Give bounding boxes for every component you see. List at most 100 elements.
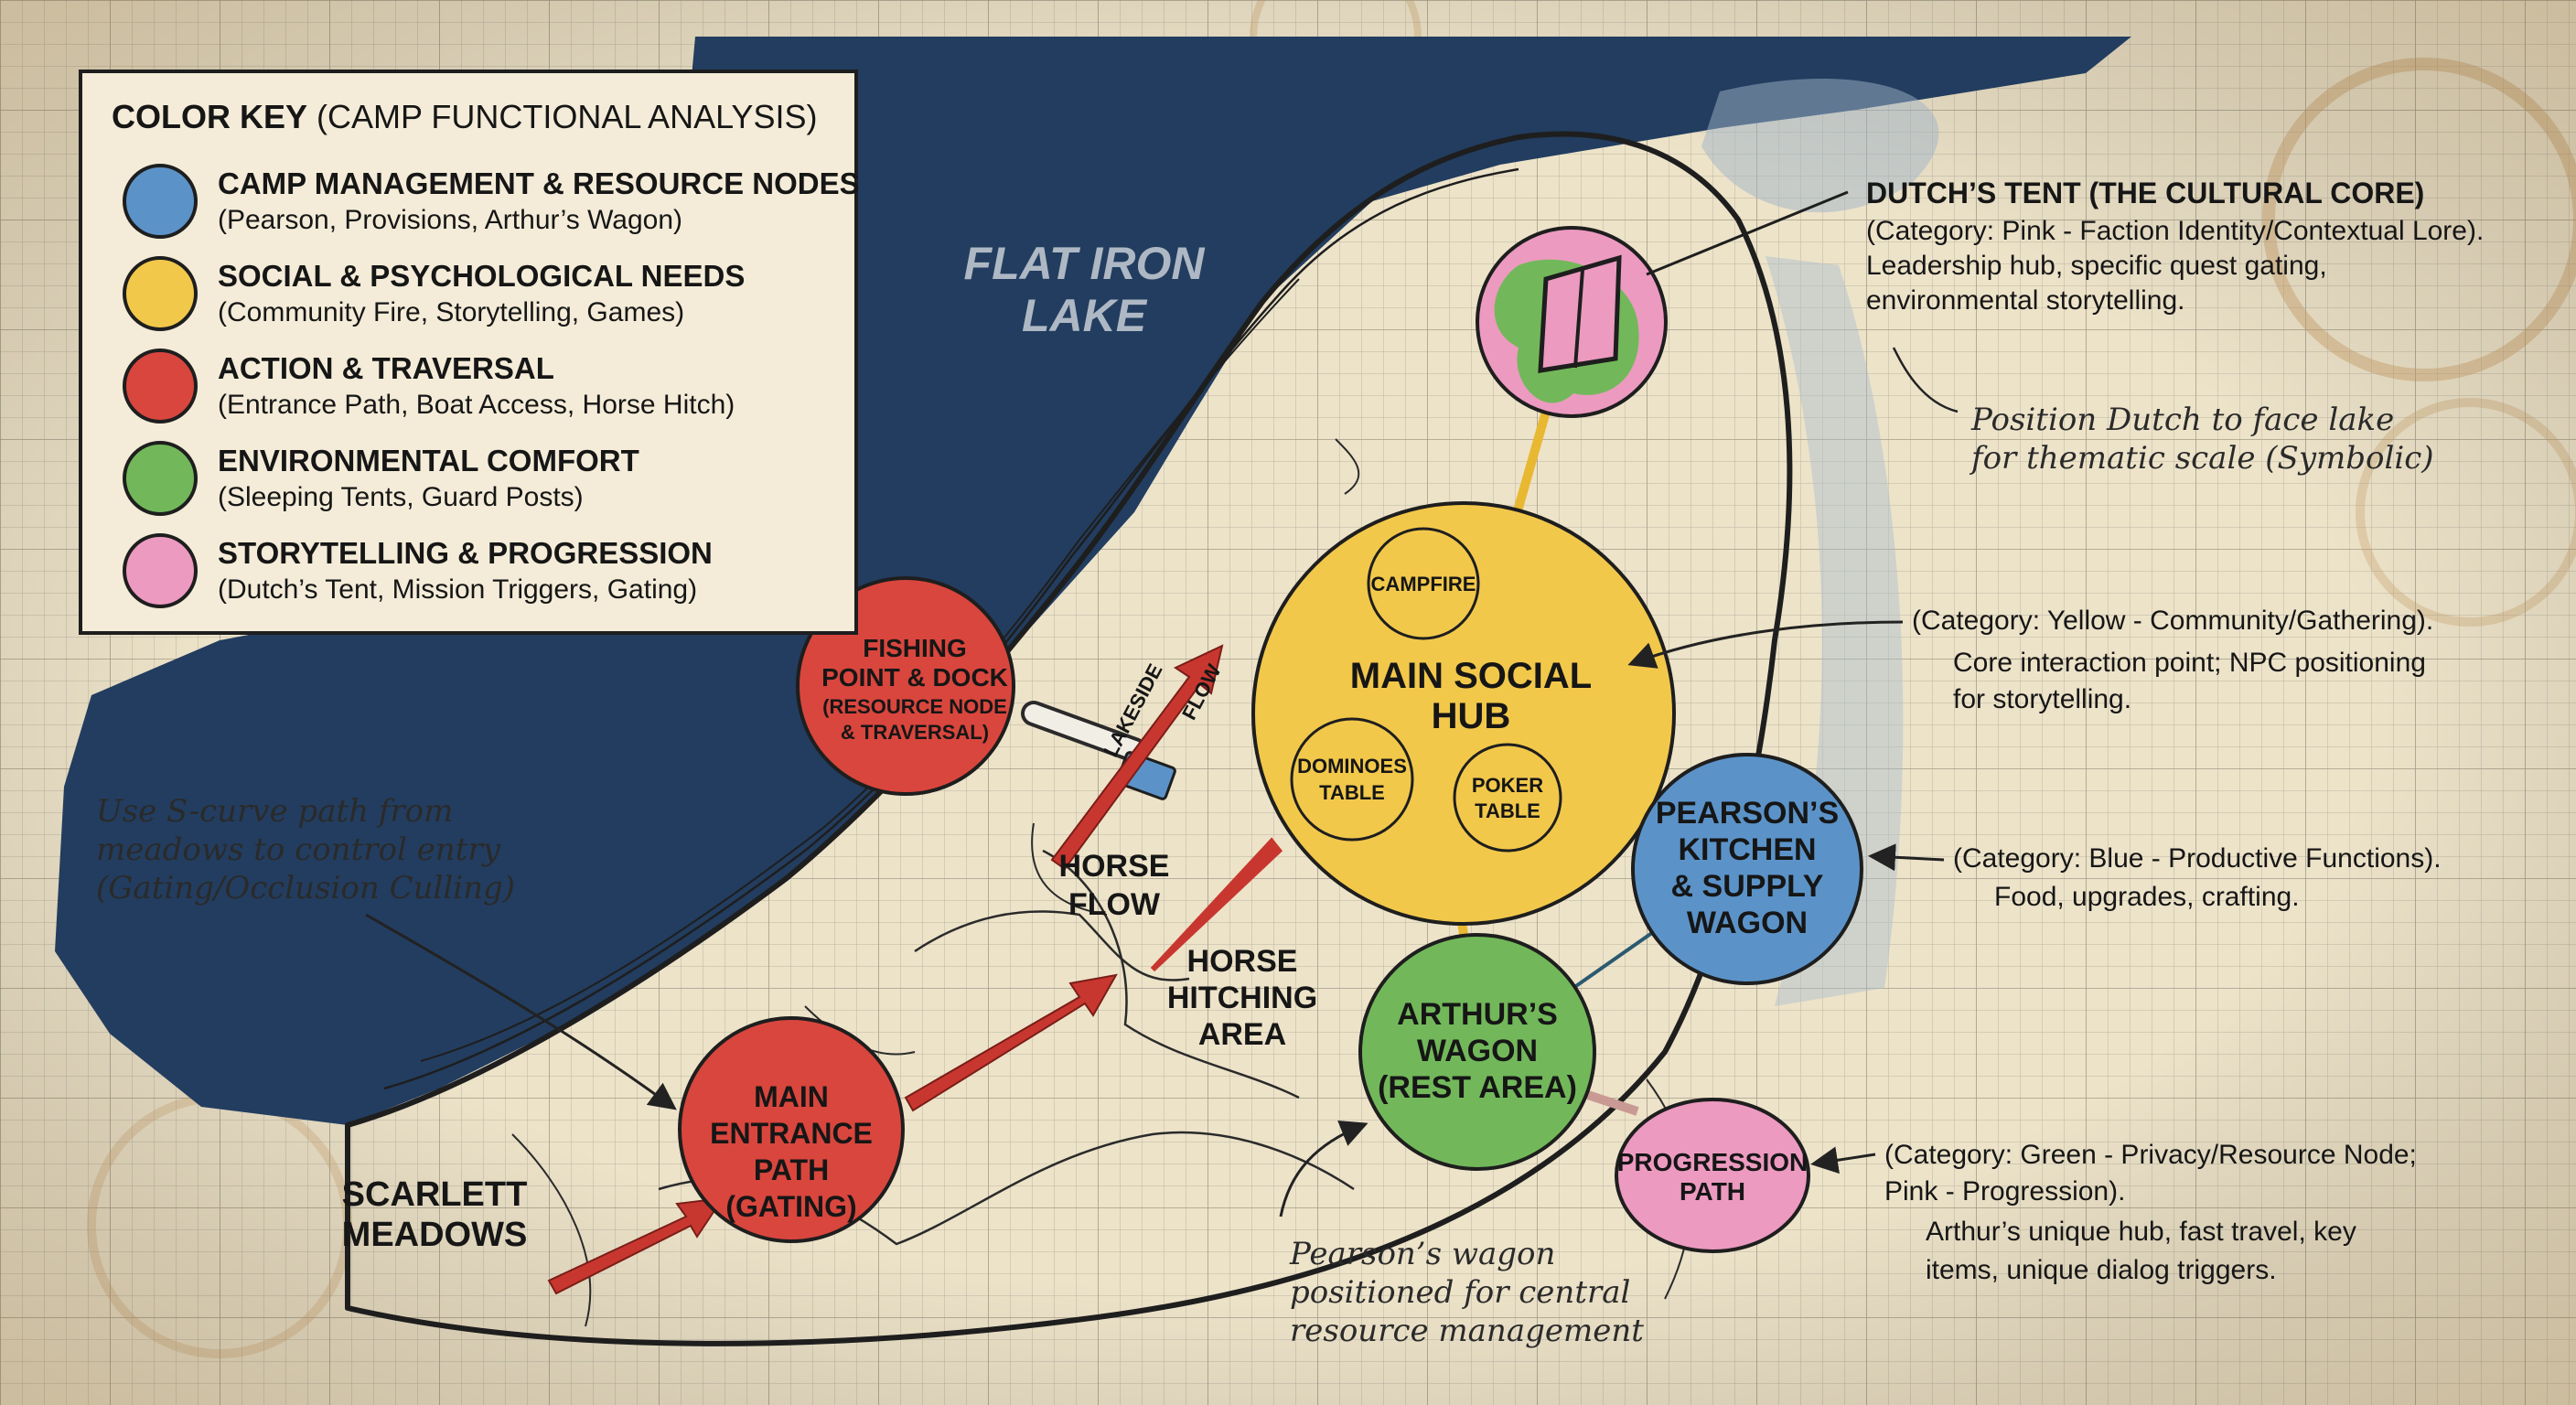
- pearson-pos-note-1: Pearson’s wagon: [1289, 1236, 1555, 1272]
- legend-item-desc: (Community Fire, Storytelling, Games): [218, 297, 684, 327]
- blue-callout-line-2: Food, upgrades, crafting.: [1994, 882, 2300, 912]
- arthur-wagon-node[interactable]: [1358, 933, 1596, 1171]
- pearson-label-3: & SUPPLY: [1671, 869, 1824, 904]
- terrain-line: [1031, 822, 1108, 916]
- fishing-label-2: POINT & DOCK: [821, 663, 1008, 692]
- horse-flow-label-1: HORSE: [1059, 849, 1170, 884]
- lake-title-2: LAKE: [1022, 290, 1148, 341]
- horse-flow-label-2: FLOW: [1068, 887, 1161, 922]
- s-curve-note-2: meadows to control entry: [96, 831, 501, 868]
- scarlett-label-2: MEADOWS: [342, 1216, 528, 1254]
- hitching-label-2: HITCHING: [1167, 981, 1317, 1015]
- campfire-sub-node[interactable]: [1367, 527, 1480, 640]
- legend-item-desc: (Sleeping Tents, Guard Posts): [218, 482, 584, 512]
- color-key-legend: COLOR KEY(CAMP FUNCTIONAL ANALYSIS) CAMP…: [79, 70, 860, 635]
- terrain-line: [1335, 438, 1360, 495]
- pearson-label-2: KITCHEN: [1678, 832, 1816, 867]
- terrain-line: [1042, 849, 1300, 1099]
- pearson-pos-note-2: positioned for central: [1290, 1274, 1630, 1311]
- fishing-label-3: (RESOURCE NODE: [822, 695, 1007, 718]
- poker-table-sub-node[interactable]: [1453, 743, 1562, 853]
- hitching-label-1: HORSE: [1187, 944, 1298, 979]
- entrance-label-4: (GATING): [725, 1190, 856, 1223]
- legend-item-title: STORYTELLING & PROGRESSION: [218, 536, 713, 570]
- legend-swatch: [123, 256, 198, 331]
- flow-arrows: [547, 644, 1283, 1295]
- connector-arthur-progression: [1581, 1089, 1639, 1116]
- legend-item-title: ENVIRONMENTAL COMFORT: [218, 444, 639, 477]
- dominoes-label-2: TABLE: [1319, 781, 1385, 804]
- dutch-callout-line-2: Leadership hub, specific quest gating,: [1866, 251, 2327, 281]
- tent-icon-ridge: [1539, 269, 1584, 371]
- yellow-callout-line-1: (Category: Yellow - Community/Gathering)…: [1912, 606, 2433, 636]
- hub-title-1: MAIN SOCIAL: [1350, 656, 1592, 696]
- hitching-label-3: AREA: [1198, 1017, 1286, 1052]
- s-curve-arrow: [365, 913, 677, 1110]
- dominoes-label-1: DOMINOES: [1297, 755, 1407, 778]
- fishing-label-1: FISHING: [863, 634, 967, 662]
- green-callout-line-3: Arthur’s unique hub, fast travel, key: [1926, 1217, 2356, 1247]
- yellow-callout-arrow: [1627, 620, 1904, 669]
- poker-label-1: POKER: [1472, 774, 1543, 797]
- dutch-callout-title: DUTCH’S TENT (THE CULTURAL CORE): [1866, 177, 2424, 209]
- legend-item-desc: (Entrance Path, Boat Access, Horse Hitch…: [218, 390, 735, 420]
- dutch-face-note-2: for thematic scale (Symbolic): [1969, 440, 2434, 477]
- legend-swatch: [123, 349, 198, 424]
- legend-item-title: ACTION & TRAVERSAL: [218, 351, 554, 385]
- terrain-line: [914, 910, 1190, 981]
- connector-pearson-arthur: [1572, 922, 1667, 990]
- legend-swatch: [123, 441, 198, 516]
- entrance-label-3: PATH: [754, 1153, 829, 1186]
- blue-callout-line-1: (Category: Blue - Productive Functions).: [1953, 843, 2442, 874]
- legend-item-title: SOCIAL & PSYCHOLOGICAL NEEDS: [218, 259, 745, 293]
- poker-label-2: TABLE: [1475, 799, 1540, 822]
- shore-fog: [1766, 256, 1904, 1006]
- dutch-callout-line-1: (Category: Pink - Faction Identity/Conte…: [1866, 216, 2484, 246]
- arthur-label-1: ARTHUR’S: [1397, 997, 1558, 1032]
- progression-label-1: PROGRESSION: [1617, 1148, 1808, 1176]
- dutch-face-arrow: [1892, 347, 1959, 413]
- pearson-label-4: WAGON: [1687, 906, 1808, 940]
- pearson-pos-arrow: [1279, 1120, 1368, 1217]
- entrance-label-2: ENTRANCE: [710, 1117, 873, 1150]
- progression-path-node[interactable]: [1615, 1098, 1810, 1253]
- green-callout-line-1: (Category: Green - Privacy/Resource Node…: [1884, 1140, 2417, 1170]
- terrain-line: [511, 1133, 592, 1327]
- entrance-label-1: MAIN: [754, 1080, 829, 1113]
- legend-title: COLOR KEY(CAMP FUNCTIONAL ANALYSIS): [112, 98, 817, 135]
- campfire-label: CAMPFIRE: [1371, 573, 1476, 595]
- legend-swatch: [123, 533, 198, 608]
- green-callout-arrow: [1810, 1146, 1876, 1174]
- shoreline-inner: [383, 167, 1519, 1090]
- s-curve-note-3: (Gating/Occlusion Culling): [96, 870, 515, 906]
- pearson-label-1: PEARSON’S: [1656, 796, 1839, 831]
- yellow-callout-line-2: Core interaction point; NPC positioning: [1953, 648, 2426, 678]
- blue-callout-arrow: [1868, 843, 1945, 872]
- dutch-callout-line-3: environmental storytelling.: [1866, 285, 2185, 316]
- legend-item-desc: (Dutch’s Tent, Mission Triggers, Gating): [218, 574, 697, 605]
- pearson-kitchen-node[interactable]: [1631, 753, 1863, 985]
- hub-title-2: HUB: [1432, 696, 1511, 736]
- fishing-label-4: & TRAVERSAL): [841, 721, 989, 744]
- s-curve-note-1: Use S-curve path from: [96, 793, 453, 830]
- yellow-callout-line-3: for storytelling.: [1953, 684, 2131, 714]
- lake-water: [55, 37, 2131, 1125]
- arthur-label-2: WAGON: [1417, 1034, 1538, 1068]
- progression-label-2: PATH: [1680, 1177, 1745, 1206]
- dutch-leader-line: [1646, 190, 1849, 276]
- legend-swatch: [123, 164, 198, 239]
- arthur-label-3: (REST AREA): [1378, 1070, 1577, 1105]
- legend-item-desc: (Pearson, Provisions, Arthur’s Wagon): [218, 205, 682, 235]
- dominoes-table-sub-node[interactable]: [1290, 717, 1414, 842]
- green-callout-line-2: Pink - Progression).: [1884, 1176, 2125, 1207]
- shore-fog: [1701, 79, 1939, 213]
- lake-title-1: FLAT IRON: [964, 238, 1206, 289]
- legend-panel: [79, 70, 858, 635]
- dock-pier: [1025, 704, 1143, 759]
- scarlett-label-1: SCARLETT: [342, 1175, 528, 1214]
- pearson-pos-note-3: resource management: [1290, 1313, 1644, 1349]
- main-entrance-node[interactable]: [678, 1016, 905, 1243]
- dutch-face-note-1: Position Dutch to face lake: [1970, 402, 2394, 438]
